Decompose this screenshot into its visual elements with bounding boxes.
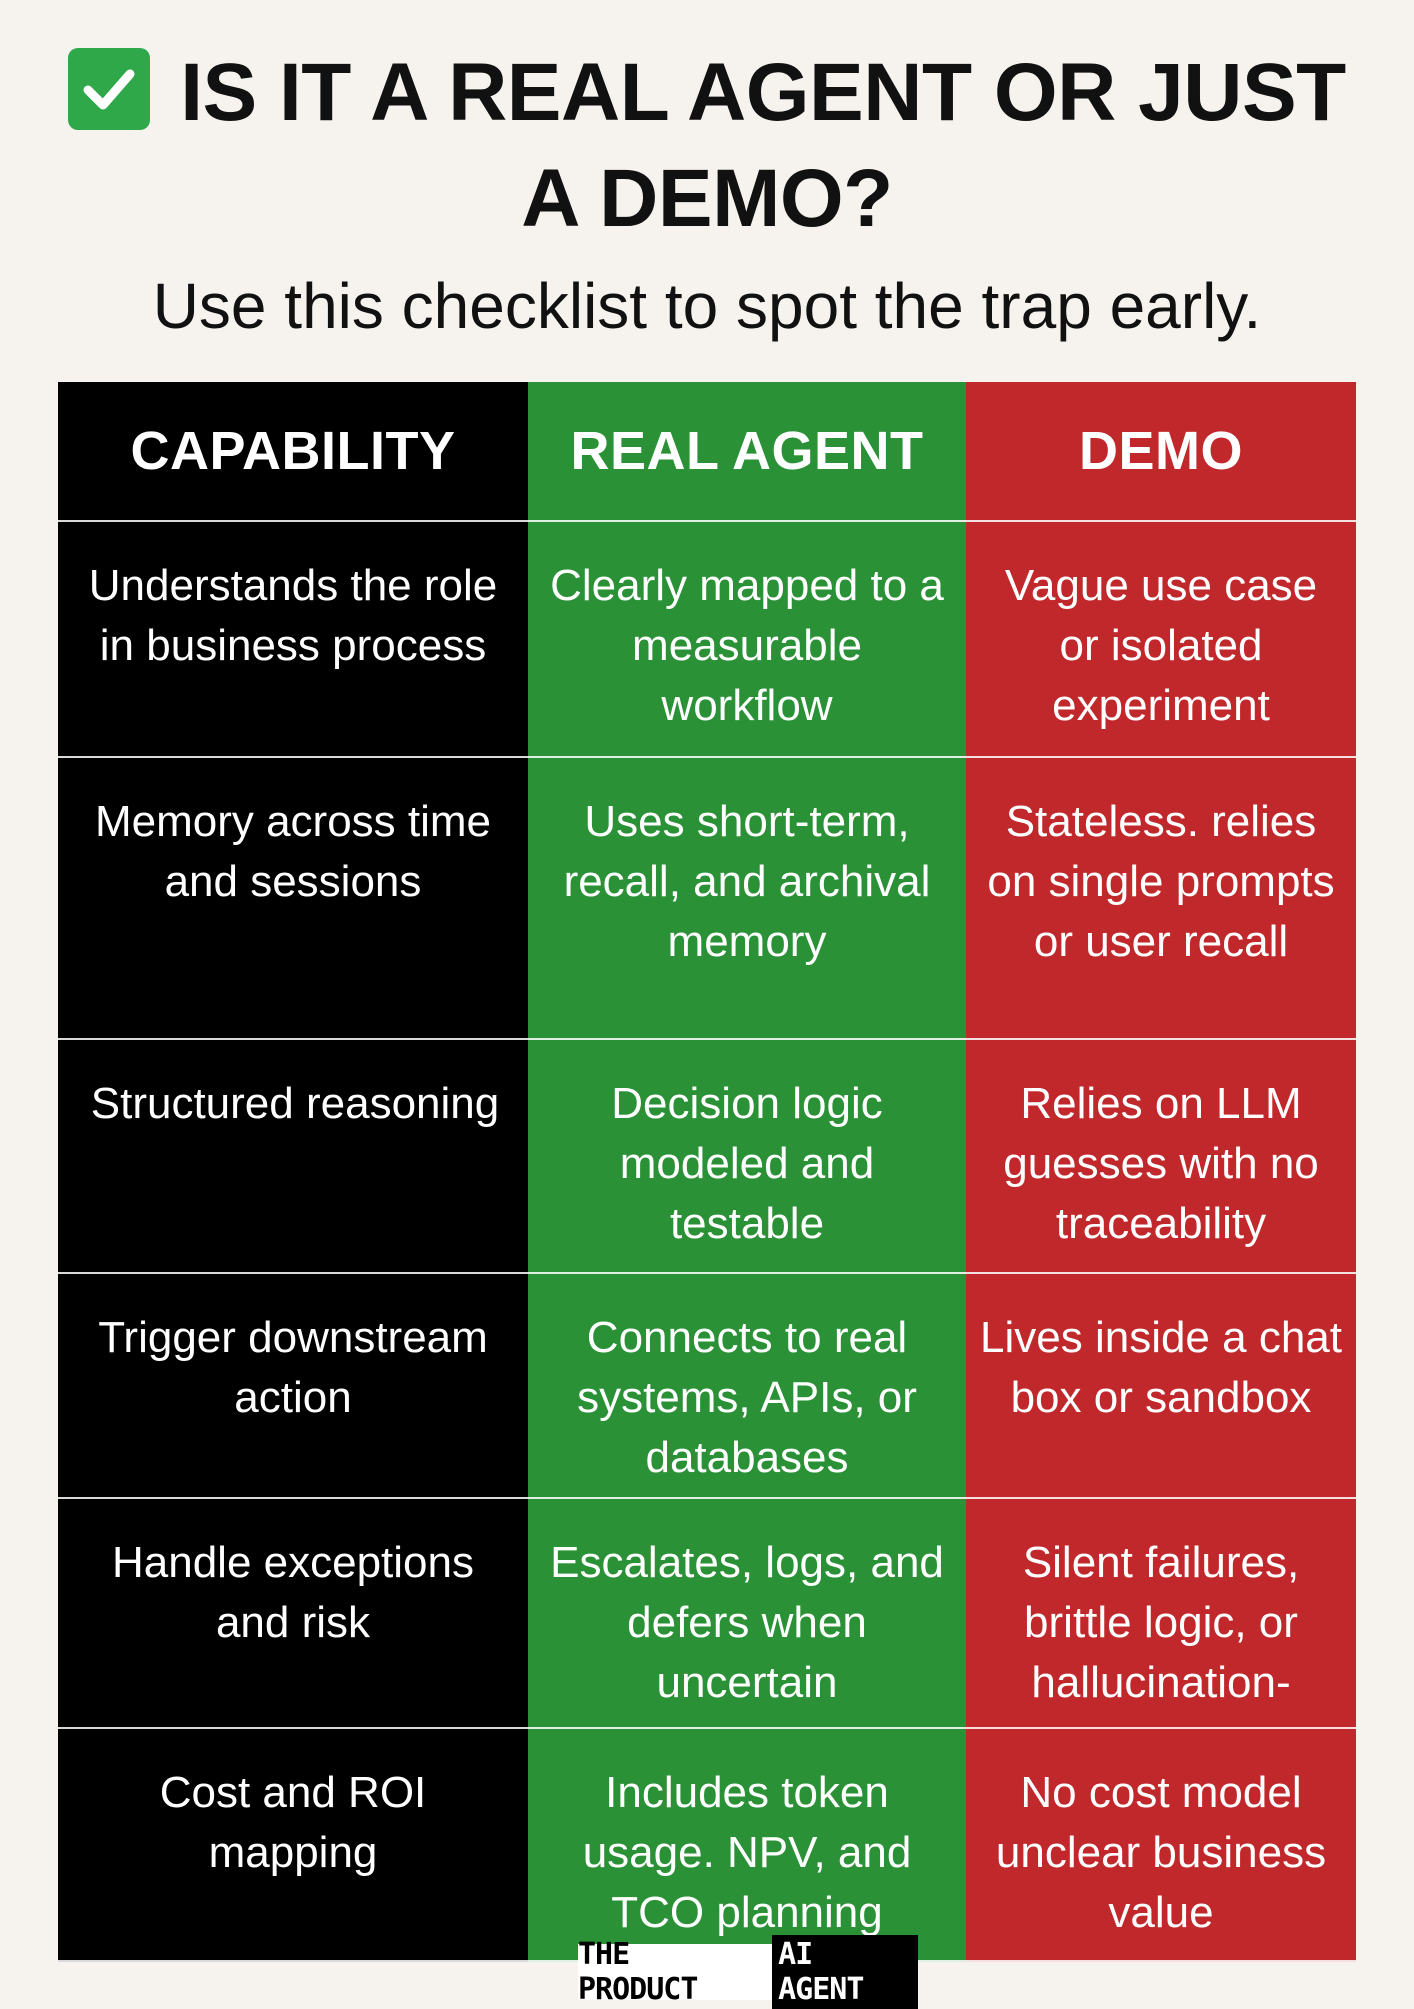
demo-text: Stateless. relies on single prompts or u… [987, 797, 1335, 966]
capability-text: Cost and ROI mapping [159, 1768, 427, 1877]
header: IS IT A REAL AGENT OR JUST A DEMO? Use t… [0, 40, 1414, 346]
real-agent-cell: Includes token usage. NPV, and TCO plann… [528, 1729, 966, 1962]
capability-cell: Handle exceptions and risk [58, 1499, 528, 1729]
capability-cell: Memory across time and sessions [58, 758, 528, 1040]
comparison-table: CAPABILITY REAL AGENT DEMO Understands t… [58, 382, 1356, 1962]
real-agent-text: Uses short-term, recall, and archival me… [563, 797, 931, 966]
real-agent-cell: Clearly mapped to a measurable workflow [528, 522, 966, 758]
demo-cell: Relies on LLM guesses with no traceabili… [966, 1040, 1356, 1274]
demo-cell: Silent failures, brittle logic, or hallu… [966, 1499, 1356, 1767]
capability-text: Structured reasoning [90, 1079, 500, 1128]
demo-cell: Lives inside a chat box or sandbox [966, 1274, 1356, 1499]
capability-cell: Structured reasoning [58, 1040, 528, 1274]
header-real-agent: REAL AGENT [528, 382, 966, 522]
capability-text: Understands the role in business process [88, 561, 498, 670]
capability-text: Handle exceptions and risk [111, 1538, 474, 1647]
page-title: IS IT A REAL AGENT OR JUST A DEMO? [37, 40, 1377, 252]
capability-cell: Understands the role in business process [58, 522, 528, 758]
capability-cell: Trigger downstream action [58, 1274, 528, 1499]
demo-text: Silent failures, brittle logic, or hallu… [1022, 1538, 1300, 1767]
capability-text: Memory across time and sessions [94, 797, 492, 906]
subtitle: Use this checklist to spot the trap earl… [152, 270, 1262, 342]
demo-cell: Stateless. relies on single prompts or u… [966, 758, 1356, 1040]
demo-text: Lives inside a chat box or sandbox [980, 1313, 1342, 1422]
brand-part2: AI AGENT [772, 1935, 918, 2009]
real-agent-text: Clearly mapped to a measurable workflow [550, 561, 944, 730]
real-agent-text: Decision logic modeled and testable [611, 1079, 883, 1248]
title-text: IS IT A REAL AGENT OR JUST A DEMO? [180, 47, 1346, 244]
check-mark-icon [68, 48, 151, 130]
demo-text: No cost model unclear business value [995, 1768, 1327, 1937]
demo-text: Vague use case or isolated experiment [1004, 561, 1318, 730]
real-agent-cell: Uses short-term, recall, and archival me… [528, 758, 966, 1040]
demo-text: Relies on LLM guesses with no traceabili… [1003, 1079, 1319, 1248]
header-capability: CAPABILITY [58, 382, 528, 522]
header-demo: DEMO [966, 382, 1356, 522]
real-agent-text: Escalates, logs, and defers when uncerta… [550, 1538, 944, 1707]
capability-cell: Cost and ROI mapping [58, 1729, 528, 1962]
brand-part1: THE PRODUCT [578, 1937, 698, 2007]
real-agent-cell: Connects to real systems, APIs, or datab… [528, 1274, 966, 1499]
demo-cell: Vague use case or isolated experiment [966, 522, 1356, 758]
capability-text: Trigger downstream action [98, 1313, 488, 1422]
real-agent-cell: Decision logic modeled and testable [528, 1040, 966, 1274]
brand-logo: THE PRODUCT AI AGENT [578, 1935, 918, 2009]
real-agent-cell: Escalates, logs, and defers when uncerta… [528, 1499, 966, 1729]
real-agent-text: Includes token usage. NPV, and TCO plann… [582, 1768, 912, 1937]
real-agent-text: Connects to real systems, APIs, or datab… [577, 1313, 917, 1482]
demo-cell: No cost model unclear business value [966, 1729, 1356, 1962]
